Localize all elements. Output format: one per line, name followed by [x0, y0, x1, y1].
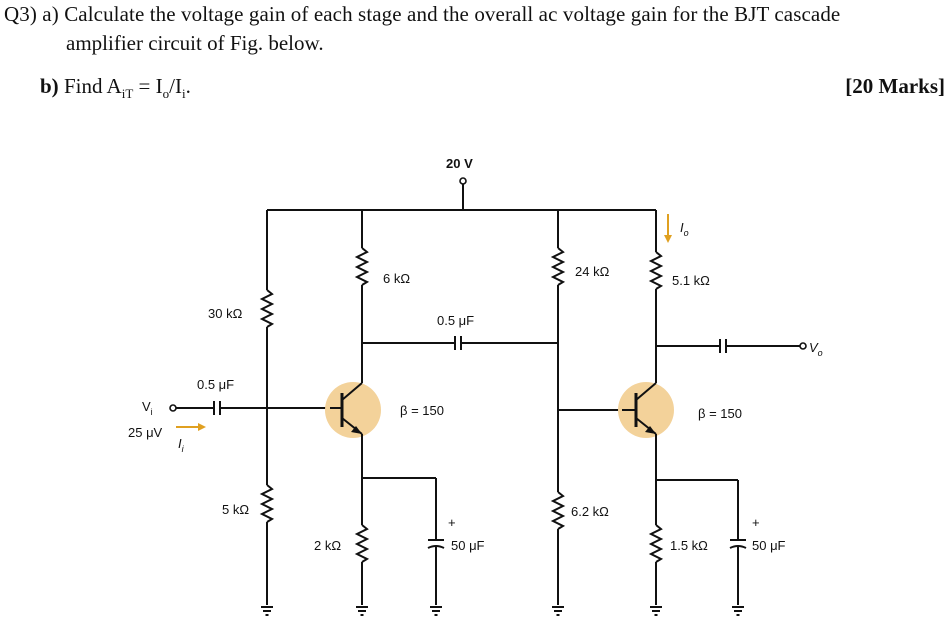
question-part-a: Calculate the voltage gain of each stage… — [64, 2, 841, 26]
resistor-r4 — [550, 491, 566, 605]
capacitor-cin — [213, 401, 221, 415]
ground-symbol — [356, 606, 368, 616]
part-b-sub2: o — [162, 86, 170, 102]
capacitor-ce2 — [729, 480, 747, 605]
part-b-end: . — [185, 74, 191, 98]
ce2-plus: + — [752, 515, 760, 530]
marks-label: [20 Marks] — [845, 74, 945, 98]
re2-label: 1.5 kΩ — [670, 538, 708, 553]
r3-label: 24 kΩ — [575, 264, 610, 279]
rc2-label: 5.1 kΩ — [672, 273, 710, 288]
ground-symbol — [261, 606, 273, 616]
part-b-sub3: i — [181, 86, 186, 102]
resistor-r3 — [550, 210, 566, 492]
ii-arrowhead-icon — [198, 423, 206, 431]
cin-label: 0.5 μF — [197, 377, 234, 392]
resistor-re2 — [648, 480, 664, 605]
ce1-label: 50 μF — [451, 538, 485, 553]
ce2-label: 50 μF — [752, 538, 786, 553]
transistor-q2-circle — [618, 382, 674, 438]
resistor-rc1 — [354, 210, 370, 383]
vi-value-label: 25 μV — [128, 425, 163, 440]
output-terminal — [799, 342, 807, 350]
ground-symbol — [732, 606, 744, 616]
question-line-3: b) Find AiT = Io/Ii. — [40, 74, 191, 102]
resistor-r2 — [259, 484, 275, 605]
capacitor-cout — [719, 339, 727, 353]
transistor-q1-icon — [330, 382, 363, 435]
ground-symbol — [552, 606, 564, 616]
io-text: Io — [680, 220, 689, 238]
question-number: Q3) a) — [4, 2, 59, 26]
part-b-label: b) — [40, 74, 59, 98]
input-terminal — [169, 404, 177, 412]
supply-terminal — [459, 177, 467, 185]
ground-symbol — [430, 606, 442, 616]
rc1-label: 6 kΩ — [383, 271, 410, 286]
question-line-1: Q3) a) Calculate the voltage gain of eac… — [4, 2, 840, 27]
question-line-2: amplifier circuit of Fig. below. — [66, 31, 324, 55]
cc-label: 0.5 μF — [437, 313, 474, 328]
r1-label: 30 kΩ — [208, 306, 243, 321]
r2-label: 5 kΩ — [222, 502, 249, 517]
transistor-q2-icon — [622, 382, 657, 435]
capacitor-cc — [454, 336, 462, 350]
part-b-slash: /I — [169, 74, 182, 98]
beta2-label: β = 150 — [698, 406, 742, 421]
ce1-plus: + — [448, 515, 456, 530]
io-arrowhead-icon — [664, 235, 672, 243]
resistor-rc2 — [648, 210, 664, 383]
vo-text: Vo — [809, 340, 823, 358]
capacitor-ce1 — [427, 478, 445, 605]
beta1-label: β = 150 — [400, 403, 444, 418]
vi-text: Vi — [142, 399, 153, 417]
r4-label: 6.2 kΩ — [571, 504, 609, 519]
part-b-eq: = I — [133, 74, 163, 98]
resistor-r1 — [259, 210, 275, 485]
resistor-re1 — [354, 478, 370, 605]
supply-label: 20 V — [446, 156, 473, 171]
part-b-sub: iT — [121, 86, 134, 102]
re1-label: 2 kΩ — [314, 538, 341, 553]
ground-symbol — [650, 606, 662, 616]
ii-text: Ii — [178, 436, 185, 454]
part-b-text: Find A — [63, 74, 122, 98]
transistor-q1-circle — [325, 382, 381, 438]
